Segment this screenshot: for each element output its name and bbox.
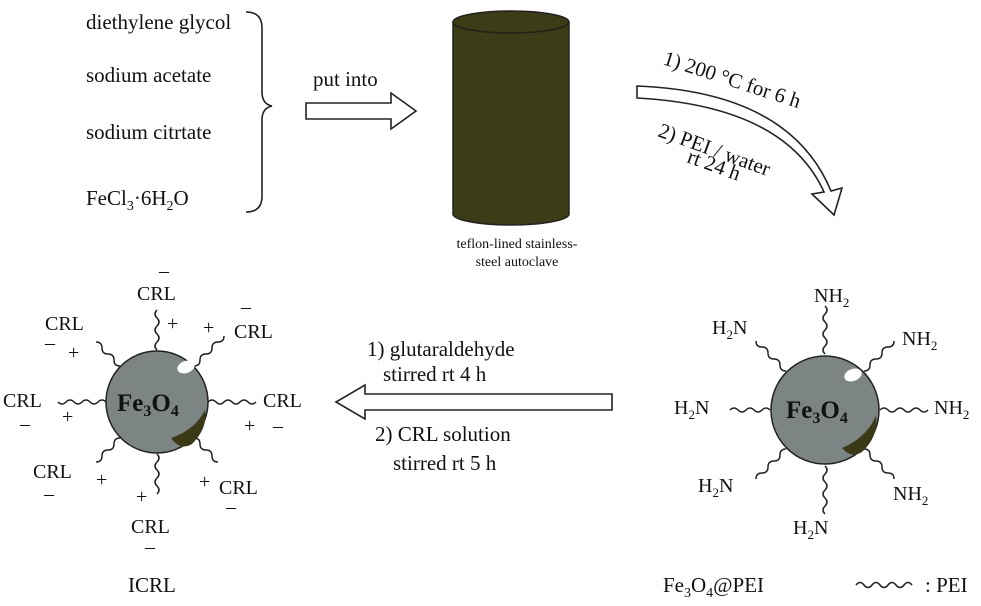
crl-upper-left-minus: – (44, 332, 56, 354)
core-formula-right: Fe3O4 (786, 397, 848, 427)
crl-chain-upper-right (193, 335, 225, 367)
fe3o4-pei-particle: Fe3O4 (729, 305, 929, 515)
crl-chain-left (57, 399, 107, 405)
crl-upper-left: CRL (45, 313, 84, 335)
crl-top-minus: – (158, 260, 170, 282)
crl-lower-right: CRL (219, 477, 258, 499)
amine-upper-right: NH2 (902, 328, 937, 353)
immobilization-arrow (334, 383, 613, 421)
crl-right: CRL (263, 390, 302, 412)
crl-chain-upper-left (95, 341, 121, 367)
crl-solution-time: stirred rt 5 h (393, 451, 497, 475)
icrl-label: ICRL (128, 573, 176, 597)
reagent-brace (245, 11, 273, 213)
crl-lower-left-plus: + (96, 469, 107, 491)
crl-upper-right-plus: + (203, 317, 214, 339)
amine-right: NH2 (934, 397, 969, 422)
core-highlight (844, 368, 862, 382)
icrl-particle: Fe3O4 (57, 309, 257, 495)
crl-solution-condition: 2) CRL solution (375, 422, 511, 446)
crl-bottom-minus: – (144, 536, 156, 558)
crl-left: CRL (3, 390, 42, 412)
crl-lower-left: CRL (33, 461, 72, 483)
reagent-iron-chloride: FeCl3·6H2O (86, 186, 189, 215)
pei-chain-top (822, 305, 828, 355)
core-dark-patch-left (171, 410, 206, 447)
crl-chain-right (207, 399, 257, 405)
crl-bottom: CRL (131, 516, 170, 538)
legend-pei-label: : PEI (925, 573, 968, 597)
reagent-sodium-acetate: sodium acetate (86, 63, 212, 87)
put-into-label: put into (313, 67, 378, 91)
crl-right-minus: – (272, 415, 284, 437)
autoclave-vessel (452, 10, 570, 226)
amine-lower-right: NH2 (893, 483, 928, 508)
crl-top: CRL (137, 283, 176, 305)
pei-chain-lower-right (863, 448, 895, 480)
crl-lower-left-minus: – (43, 483, 55, 505)
crl-left-plus: + (62, 406, 73, 428)
crl-top-plus: + (167, 313, 178, 335)
crl-lower-right-minus: – (225, 496, 237, 518)
crl-chain-bottom (154, 453, 160, 495)
core-dark-patch (842, 416, 877, 455)
crl-lower-right-plus: + (199, 471, 210, 493)
pei-chain-upper-right (863, 340, 895, 372)
crl-left-minus: – (19, 413, 31, 435)
fe3o4-pei-label: Fe3O4@PEI (663, 573, 765, 602)
crl-right-plus: + (244, 415, 255, 437)
fe3o4-core-right (770, 355, 880, 465)
put-into-arrow (305, 91, 418, 131)
crl-bottom-plus: + (136, 486, 147, 508)
pei-chain-bottom (822, 465, 828, 515)
reagent-diethylene-glycol: diethylene glycol (86, 10, 232, 34)
pei-chain-left (729, 407, 771, 413)
crl-labels: CRL – + CRL – + CRL – + CRL – + CRL + – … (3, 260, 302, 558)
amine-labels: NH2 H2N NH2 H2N NH2 H2N NH2 H2N (674, 285, 969, 542)
amine-left: H2N (674, 397, 709, 422)
crl-chain-top (154, 309, 160, 351)
pei-chain-upper-left (755, 340, 787, 372)
glutaraldehyde-time: stirred rt 4 h (383, 362, 487, 386)
pei-chain-right (879, 407, 929, 413)
pei-chain-lower-left (755, 448, 787, 480)
amine-top: NH2 (814, 285, 849, 310)
hydrothermal-arrow (636, 85, 844, 217)
crl-upper-left-plus: + (68, 342, 79, 364)
amine-lower-left: H2N (698, 475, 733, 500)
amine-bottom: H2N (793, 517, 828, 542)
core-highlight-left (177, 360, 195, 374)
fe3o4-core-left (105, 350, 209, 454)
crl-chain-lower-right (193, 437, 219, 463)
core-formula-left: Fe3O4 (117, 390, 179, 420)
amine-upper-left: H2N (712, 317, 747, 342)
crl-chain-lower-left (95, 437, 121, 463)
glutaraldehyde-condition: 1) glutaraldehyde (367, 337, 515, 361)
crl-upper-right-minus: – (240, 296, 252, 318)
legend-pei-wave (855, 581, 913, 589)
crl-upper-right: CRL (234, 321, 273, 343)
reagent-sodium-citrate: sodium citrtate (86, 120, 212, 144)
autoclave-caption: teflon-lined stainless- steel autoclave (456, 237, 578, 270)
